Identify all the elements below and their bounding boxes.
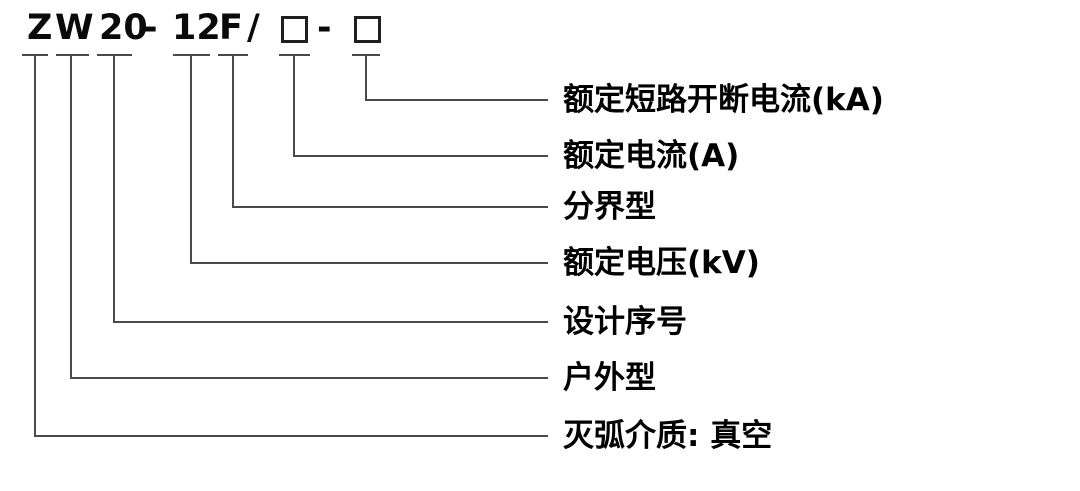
connector-line [70,377,548,379]
connector-line [34,435,548,437]
placeholder-box-icon [281,16,308,43]
connector-line [34,54,36,437]
label-rated-short-circuit-breaking-current: 额定短路开断电流(kA) [563,82,884,118]
label-outdoor-type: 户外型 [563,360,656,396]
label-rated-voltage: 额定电压(kV) [563,245,760,281]
code-dash: - [143,8,158,48]
code-dash: - [317,8,332,48]
label-arc-extinguishing-medium: 灭弧介质: 真空 [563,418,773,454]
connector-line [190,262,548,264]
label-design-serial-number: 设计序号 [563,304,687,340]
connector-line [113,54,115,323]
code-letter-f: F [219,8,243,48]
code-number-12: 12 [172,8,221,48]
placeholder-box-icon [354,16,381,43]
connector-line [232,54,234,208]
connector-line [113,321,548,323]
code-letter-z: Z [27,8,53,48]
connector-line [365,99,548,101]
label-boundary-type: 分界型 [563,189,656,225]
connector-line [190,54,192,264]
code-slash: / [247,8,260,48]
connector-line [293,54,295,157]
connector-line [70,54,72,379]
code-number-20: 20 [99,8,148,48]
label-rated-current: 额定电流(A) [563,138,740,174]
connector-line [365,54,367,101]
connector-line [293,155,548,157]
connector-tick [56,54,89,56]
code-letter-w: W [55,8,94,48]
connector-line [232,206,548,208]
